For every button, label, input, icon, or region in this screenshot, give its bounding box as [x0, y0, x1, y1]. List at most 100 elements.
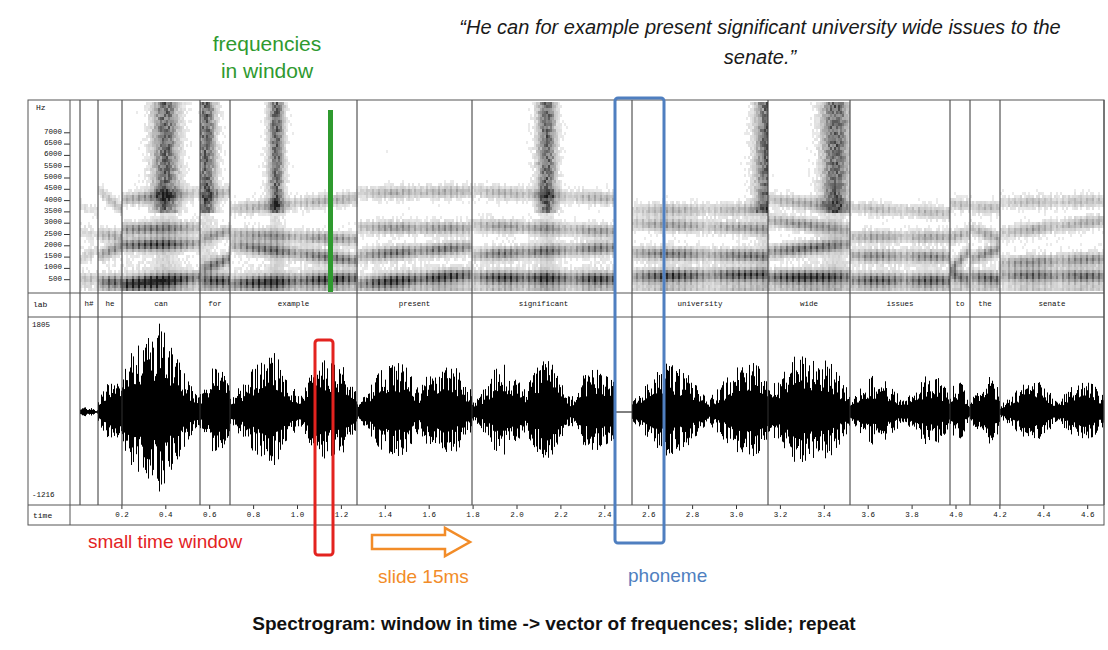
spectrogram-cell [118, 285, 120, 288]
spectrogram-cell [104, 270, 106, 273]
spectrogram-cell [174, 201, 176, 204]
spectrogram-cell [150, 204, 152, 207]
spectrogram-cell [176, 243, 178, 246]
spectrogram-cell [130, 231, 132, 234]
spectrogram-cell [138, 198, 140, 201]
spectrogram-cell [140, 225, 142, 228]
spectrogram-cell [184, 168, 186, 171]
spectrogram-cell [170, 225, 172, 228]
spectrogram-cell [178, 240, 180, 243]
spectrogram-cell [144, 123, 146, 126]
spectrogram-cell [152, 108, 154, 111]
spectrogram-cell [128, 237, 130, 240]
spectrogram-cell [164, 210, 166, 213]
spectrogram-cell [176, 276, 178, 279]
spectrogram-cell [114, 288, 116, 291]
spectrogram-cell [140, 279, 142, 282]
spectrogram-cell [108, 267, 110, 270]
spectrogram-cell [146, 147, 148, 150]
spectrogram-cell [138, 234, 140, 237]
spectrogram-cell [184, 189, 186, 192]
spectrogram-cell [152, 201, 154, 204]
spectrogram-cell [166, 150, 168, 153]
spectrogram-cell [124, 243, 126, 246]
spectrogram-cell [148, 150, 150, 153]
spectrogram-cell [118, 210, 120, 213]
spectrogram-cell [136, 237, 138, 240]
spectrogram-cell [164, 192, 166, 195]
spectrogram-cell [132, 282, 134, 285]
spectrogram-cell [166, 105, 168, 108]
spectrogram-cell [154, 237, 156, 240]
spectrogram-cell [170, 141, 172, 144]
spectrogram-cell [164, 261, 166, 264]
spectrogram-cell [180, 159, 182, 162]
spectrogram-cell [102, 255, 104, 258]
spectrogram-cell [184, 273, 186, 276]
spectrogram-cell [168, 243, 170, 246]
spectrogram-cell [180, 192, 182, 195]
spectrogram-cell [154, 162, 156, 165]
spectrogram-cell [150, 273, 152, 276]
spectrogram-cell [180, 249, 182, 252]
spectrogram-cell [162, 180, 164, 183]
spectrogram-cell [158, 252, 160, 255]
spectrogram-cell [174, 249, 176, 252]
spectrogram-cell [128, 285, 130, 288]
spectrogram-cell [166, 279, 168, 282]
spectrogram-cell [172, 144, 174, 147]
spectrogram-cell [90, 249, 92, 252]
spectrogram-cell [176, 102, 178, 105]
spectrogram-cell [108, 288, 110, 291]
spectrogram-cell [178, 114, 180, 117]
spectrogram-cell [90, 225, 92, 228]
spectrogram-cell [172, 177, 174, 180]
spectrogram-cell [174, 180, 176, 183]
spectrogram-cell [132, 198, 134, 201]
spectrogram-cell [174, 156, 176, 159]
spectrogram-cell [82, 252, 84, 255]
spectrogram-cell [166, 270, 168, 273]
spectrogram-cell [180, 276, 182, 279]
spectrogram-cell [104, 249, 106, 252]
spectrogram-cell [88, 255, 90, 258]
spectrogram-cell [144, 189, 146, 192]
spectrogram-cell [150, 165, 152, 168]
spectrogram-cell [152, 246, 154, 249]
spectrogram-cell [160, 108, 162, 111]
spectrogram-cell [146, 228, 148, 231]
spectrogram-cell [148, 288, 150, 291]
spectrogram-cell [100, 255, 102, 258]
spectrogram-cell [154, 234, 156, 237]
spectrogram-cell [154, 201, 156, 204]
spectrogram-cell [162, 216, 164, 219]
spectrogram-cell [160, 267, 162, 270]
spectrogram-cell [144, 258, 146, 261]
spectrogram-cell [82, 204, 84, 207]
spectrogram-cell [168, 264, 170, 267]
spectrogram-cell [126, 237, 128, 240]
spectrogram-cell [176, 234, 178, 237]
spectrogram-cell [150, 102, 152, 105]
spectrogram-cell [118, 270, 120, 273]
spectrogram-cell [166, 273, 168, 276]
spectrogram-cell [86, 258, 88, 261]
spectrogram-cell [168, 177, 170, 180]
spectrogram-cell [170, 186, 172, 189]
spectrogram-cell [172, 231, 174, 234]
spectrogram-cell [174, 111, 176, 114]
spectrogram-cell [142, 195, 144, 198]
spectrogram-cell [164, 249, 166, 252]
spectrogram-cell [174, 159, 176, 162]
spectrogram-cell [104, 246, 106, 249]
spectrogram-cell [170, 270, 172, 273]
spectrogram-cell [178, 117, 180, 120]
spectrogram-cell [174, 165, 176, 168]
spectrogram-cell [128, 192, 130, 195]
spectrogram-cell [166, 222, 168, 225]
spectrogram-cell [110, 279, 112, 282]
spectrogram-cell [150, 282, 152, 285]
spectrogram-cell [160, 138, 162, 141]
spectrogram-cell [156, 225, 158, 228]
spectrogram-cell [84, 252, 86, 255]
